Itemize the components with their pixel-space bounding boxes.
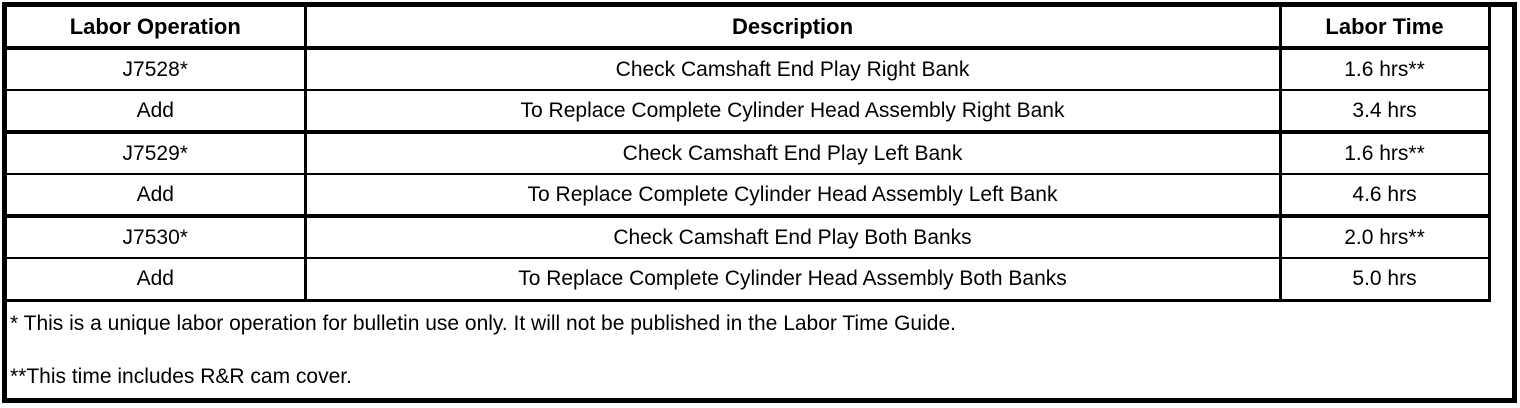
table-row: Add To Replace Complete Cylinder Head As… [7,174,1489,218]
table-row: J7528* Check Camshaft End Play Right Ban… [7,48,1489,91]
table-row: J7529* Check Camshaft End Play Left Bank… [7,132,1489,175]
footnote-time-includes: **This time includes R&R cam cover. [10,364,352,388]
labor-operation-cell: Add [7,258,307,302]
description-cell: To Replace Complete Cylinder Head Assemb… [305,258,1282,302]
description-cell: Check Camshaft End Play Right Bank [305,48,1282,91]
labor-time-table: Labor Operation Description Labor Time J… [7,7,1491,302]
description-cell: To Replace Complete Cylinder Head Assemb… [305,90,1282,134]
labor-operation-cell: J7529* [7,132,307,175]
footnote-unique-operation: * This is a unique labor operation for b… [10,311,956,335]
labor-operation-cell: Add [7,174,307,218]
labor-operation-cell: Add [7,90,307,134]
labor-operation-cell: J7528* [7,48,307,91]
column-header-description: Description [305,7,1282,50]
table-row: Add To Replace Complete Cylinder Head As… [7,90,1489,134]
table-row: Add To Replace Complete Cylinder Head As… [7,258,1489,302]
labor-time-cell: 4.6 hrs [1280,174,1489,218]
description-cell: Check Camshaft End Play Both Banks [305,216,1282,259]
labor-operation-cell: J7530* [7,216,307,259]
description-cell: Check Camshaft End Play Left Bank [305,132,1282,175]
footnotes-section: * This is a unique labor operation for b… [7,311,1512,390]
labor-time-cell: 1.6 hrs** [1280,48,1489,91]
labor-time-cell: 5.0 hrs [1280,258,1489,302]
table-header-row: Labor Operation Description Labor Time [7,7,1489,50]
document-frame: Labor Operation Description Labor Time J… [2,2,1517,403]
labor-time-cell: 2.0 hrs** [1280,216,1489,259]
table-row: J7530* Check Camshaft End Play Both Bank… [7,216,1489,259]
column-header-labor-time: Labor Time [1280,7,1489,50]
labor-time-cell: 3.4 hrs [1280,90,1489,134]
description-cell: To Replace Complete Cylinder Head Assemb… [305,174,1282,218]
column-header-labor-operation: Labor Operation [7,7,307,50]
labor-time-cell: 1.6 hrs** [1280,132,1489,175]
